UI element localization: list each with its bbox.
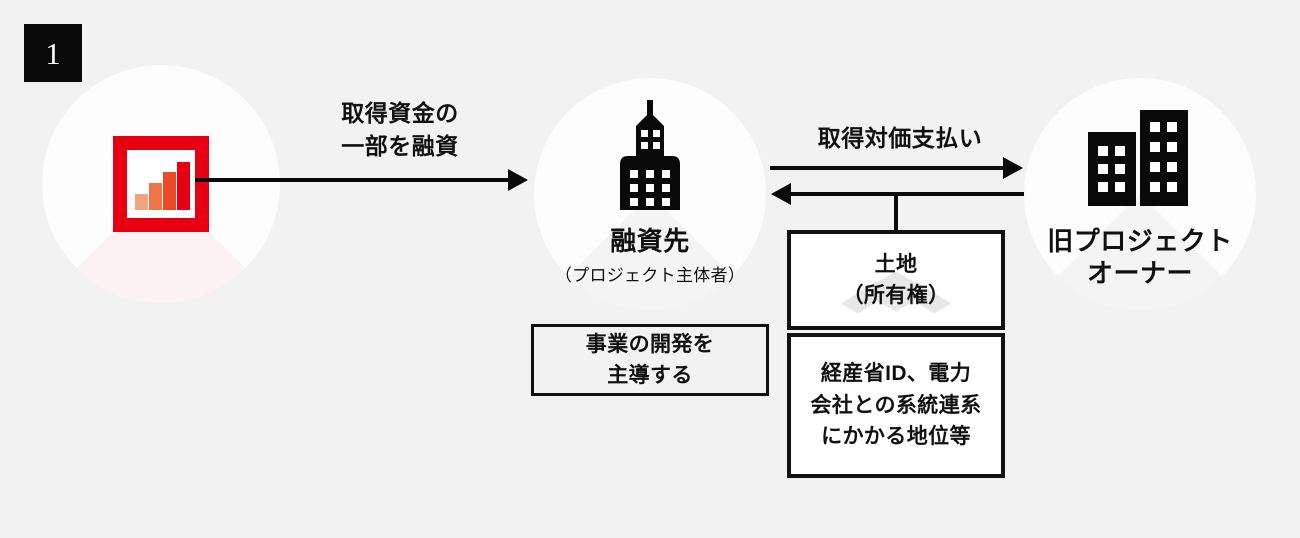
land-icon [821,234,971,326]
edge-loan-arrowhead-icon [508,169,528,191]
box-land: 土地 （所有権） [787,230,1005,330]
edge-consideration-label: 取得対価支払い [817,125,983,151]
step-number-text: 1 [45,35,61,71]
former-owner-circle [1024,78,1256,310]
step-number-badge: 1 [24,24,82,82]
borrower-label: 融資先 [610,226,690,256]
edge-consideration-arrowhead-icon [1003,157,1023,179]
box-development-lead: 事業の開発を 主導する [531,324,769,396]
bar-chart-icon [42,65,280,303]
box-grid-status-text: 経産省ID、電力 会社との系統連系 にかかる地位等 [810,362,982,449]
edge-transfer-arrowhead-icon [771,183,791,205]
box-development-lead-text: 事業の開発を 主導する [585,332,715,388]
borrower-circle [534,78,766,310]
box-grid-status: 経産省ID、電力 会社との系統連系 にかかる地位等 [787,333,1005,478]
borrower-sublabel: （プロジェクト主体者） [554,266,746,285]
edge-consideration-line [770,166,1010,170]
box-land-text: 土地 （所有権） [842,252,950,308]
lender-circle [42,65,280,303]
office-buildings-icon [1024,78,1256,310]
edge-transfer-stem [894,192,898,232]
edge-loan-label: 取得資金の 一部を融資 [341,100,459,159]
edge-transfer-line [790,192,1030,196]
former-owner-label: 旧プロジェクト オーナー [1047,226,1233,288]
edge-loan-line [195,178,510,182]
skyscraper-icon [534,78,766,310]
